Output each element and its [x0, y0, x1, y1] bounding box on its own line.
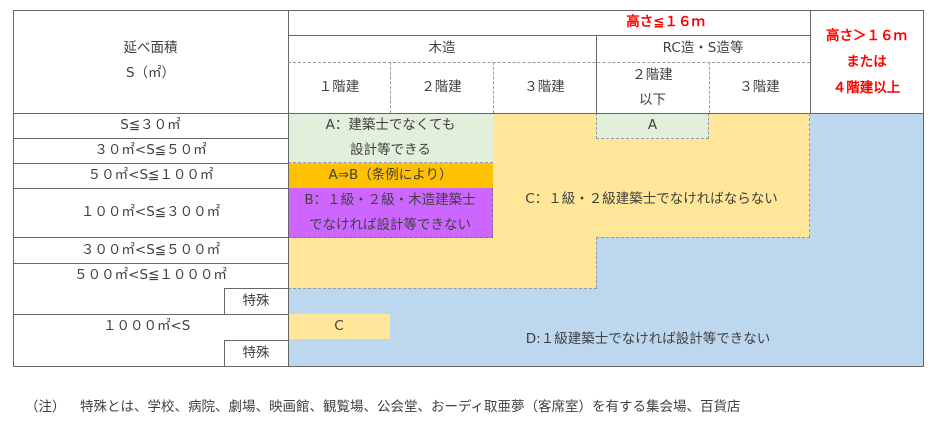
rc-3f-label: ３階建 [739, 79, 780, 95]
row-line-5 [13, 263, 288, 264]
zone-b: B：１級・２級・木造建築士 でなければ設計等できない [288, 188, 493, 238]
header-divider [13, 113, 924, 114]
height-gt-16-header: 高さ＞１６ｍ または ４階建以上 [810, 10, 923, 113]
footnote-text: 特殊とは、学校、病院、劇場、映画館、観覧場、公会堂、おーディ取亜夢（客席室）を有… [80, 399, 741, 415]
zone-c-outline-step2 [596, 237, 597, 288]
row-label-text: １０００㎡<S [103, 317, 191, 334]
wood-1f-label: １階建 [318, 79, 360, 95]
col-divider-2 [493, 62, 494, 113]
zone-c-outline-bottom [288, 288, 597, 289]
row-label-100-300: １００㎡<S≦３００㎡ [13, 188, 288, 237]
wood-2f-header: ２階建 [390, 62, 493, 113]
header-row2-divider [288, 62, 810, 63]
zone-a-to-b-label: A⇒B（条例により） [328, 167, 453, 183]
special-cell-border-2 [224, 340, 225, 367]
zone-a-rc: A [596, 113, 709, 139]
row-line-8 [224, 340, 288, 341]
row-label-50-100: ５０㎡<S≦１００㎡ [13, 163, 288, 188]
col-divider-1 [390, 62, 391, 113]
row-label-500-1000: ５００㎡<S≦１０００㎡ [13, 262, 288, 288]
left-col-divider [288, 10, 289, 367]
area-label-line2: S（㎡） [125, 65, 176, 81]
wood-1f-header: １階建 [288, 62, 390, 113]
row-label-text: 特殊 [242, 292, 270, 309]
row-label-over-1000: １０００㎡<S [13, 313, 288, 339]
zone-b-line2: でなければ設計等できない [309, 216, 471, 233]
area-header: 延べ面積 S（㎡） [13, 35, 288, 87]
zone-c-small: C [288, 314, 390, 339]
height-gt-16-line1: 高さ＞１６ｍ [826, 27, 907, 44]
row-line-3 [13, 188, 288, 189]
rc-2f-label-line2: 以下 [639, 91, 666, 108]
row-label-text: ３００㎡<S≦５００㎡ [80, 241, 221, 258]
special-cell-border-1 [224, 288, 225, 314]
row-label-text: S≦３０㎡ [120, 117, 181, 133]
wood-header: 木造 [288, 35, 596, 62]
zone-a-to-b: A⇒B（条例により） [288, 163, 493, 188]
height-le-16-header: 高さ≦１６ｍ [288, 10, 810, 35]
row-label-text: １００㎡<S≦３００㎡ [80, 204, 221, 220]
area-label-line1: 延べ面積 [123, 40, 178, 56]
rc-header: RC造・S造等 [596, 35, 810, 62]
zone-a: A：建築士でなくても 設計等できる [288, 113, 493, 163]
rc-2f-label-line1: ２階建 [632, 66, 673, 83]
row-label-300-500: ３００㎡<S≦５００㎡ [13, 237, 288, 263]
zone-d-text: D:１級建築士でなければ設計等できない [525, 330, 771, 347]
footnote-label: （注） [25, 399, 66, 415]
wood-2f-label: ２階建 [421, 79, 462, 95]
row-label-30-50: ３０㎡<S≦５０㎡ [13, 138, 288, 163]
zone-a-line2: 設計等できる [350, 141, 431, 158]
row-label-text: ５０㎡<S≦１００㎡ [87, 167, 214, 183]
wood-rc-divider [596, 35, 597, 113]
row-label-text: ３０㎡<S≦５０㎡ [94, 142, 207, 158]
row-line-1 [13, 138, 288, 139]
row-label-text: ５００㎡<S≦１０００㎡ [74, 266, 227, 283]
wood-3f-label: ３階建 [524, 79, 565, 95]
zone-c-text: C：１級・２級建築士でなければならない [525, 190, 778, 207]
rc-3f-header: ３階建 [709, 62, 810, 113]
rc-2f-header: ２階建 以下 [596, 62, 709, 113]
height-gt-16-line2: または [846, 53, 887, 70]
zone-a-rc-label: A [647, 117, 658, 133]
height-le-16-label: 高さ≦１６ｍ [626, 14, 705, 30]
zone-c-area-lower [288, 237, 596, 288]
row-label-special-2: 特殊 [224, 340, 288, 367]
header-row1-divider [288, 35, 810, 36]
row-label-text: 特殊 [242, 345, 270, 361]
zone-c-outline-step [596, 237, 810, 238]
row-label-s-le-30: S≦３０㎡ [13, 113, 288, 138]
wood-3f-header: ３階建 [493, 62, 596, 113]
height-divider [810, 10, 811, 113]
rc-label: RC造・S造等 [662, 40, 744, 56]
zone-c-label: C：１級・２級建築士でなければならない [493, 186, 810, 212]
footnote: （注） 特殊とは、学校、病院、劇場、映画館、観覧場、公会堂、おーディ取亜夢（客席… [25, 396, 925, 418]
zone-a-line1: A：建築士でなくても [325, 116, 456, 133]
col-divider-3 [709, 62, 710, 113]
zone-d-label: D:１級建築士でなければ設計等できない [493, 326, 803, 352]
zone-c-small-label: C [334, 318, 344, 334]
row-line-2 [13, 163, 288, 164]
row-line-4 [13, 237, 288, 238]
row-line-6 [224, 288, 288, 289]
wood-label: 木造 [428, 40, 456, 56]
row-label-special-1: 特殊 [224, 288, 288, 314]
zone-b-line1: B：１級・２級・木造建築士 [304, 191, 476, 208]
zone-c-outline-right [809, 113, 810, 237]
height-gt-16-line3: ４階建以上 [832, 79, 901, 96]
row-line-7 [13, 314, 288, 315]
